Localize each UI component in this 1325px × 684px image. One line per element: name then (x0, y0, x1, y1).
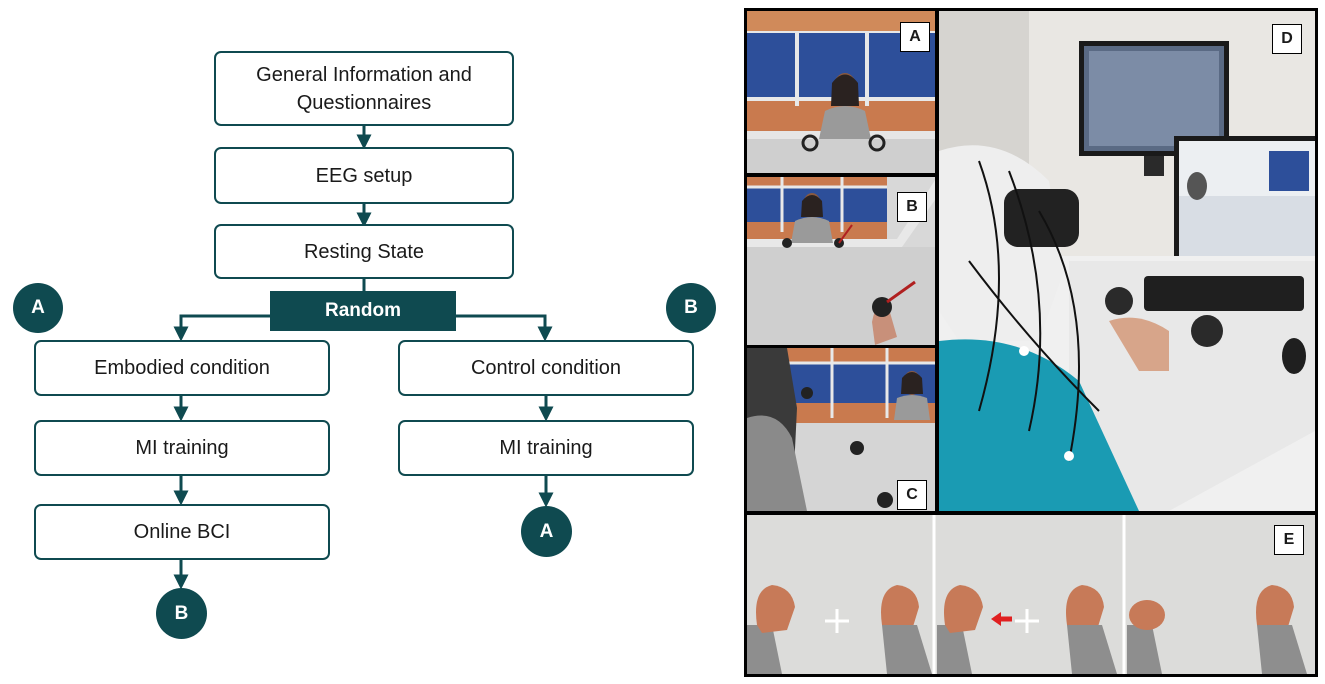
panel-e-image (747, 515, 1315, 674)
connector-b-right: B (666, 283, 716, 333)
panel-c-image (747, 348, 935, 511)
panel-d-image (939, 11, 1315, 511)
online-bci-box: Online BCI (34, 504, 330, 560)
panel-e-hand-sequence: E (747, 515, 1315, 674)
panel-b-avatar-view: B (747, 177, 935, 345)
panel-d-label: D (1272, 24, 1302, 54)
connector-a-left: A (13, 283, 63, 333)
embodied-condition-box: Embodied condition (34, 340, 330, 396)
flow-arrows (173, 126, 554, 590)
random-box: Random (270, 291, 456, 331)
panel-c-label: C (897, 480, 927, 510)
resting-state-box: Resting State (214, 224, 514, 279)
photo-collage: A B (744, 8, 1318, 677)
panel-b-image (747, 177, 935, 345)
general-information-box: General Information and Questionnaires (214, 51, 514, 126)
panel-a-label: A (900, 22, 930, 52)
mi-training-right-box: MI training (398, 420, 694, 476)
panel-a-avatar-view: A (747, 11, 935, 173)
control-condition-box: Control condition (398, 340, 694, 396)
eeg-setup-box: EEG setup (214, 147, 514, 204)
panel-d-participant-photo: D (939, 11, 1315, 511)
mi-training-left-box: MI training (34, 420, 330, 476)
panel-a-image (747, 11, 935, 173)
panel-b-label: B (897, 192, 927, 222)
connector-b-bottom: B (156, 588, 207, 639)
connector-a-bottom: A (521, 506, 572, 557)
panel-c-third-person-view: C (747, 348, 935, 511)
panel-e-label: E (1274, 525, 1304, 555)
